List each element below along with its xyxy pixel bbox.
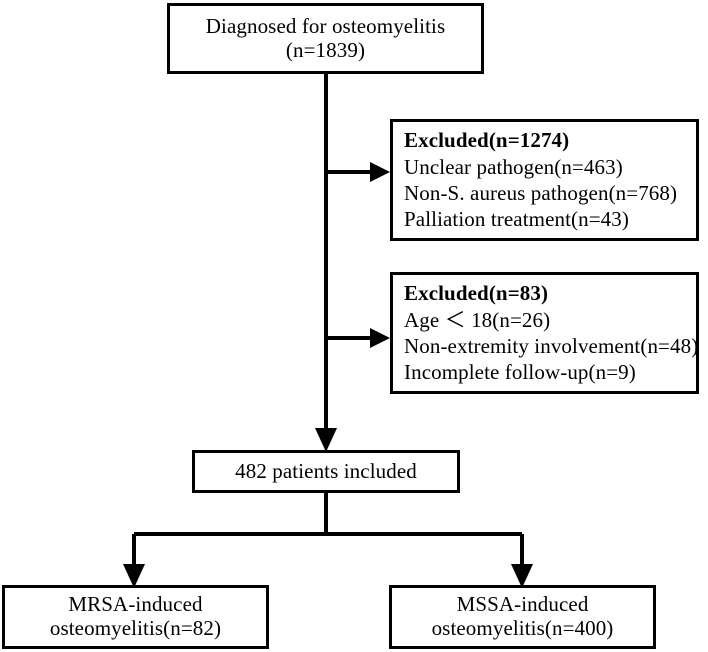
node-mrsa-line-1: MRSA-induced	[68, 592, 203, 617]
node-excluded-first: Excluded(n=1274) Unclear pathogen(n=463)…	[390, 119, 699, 241]
excluded-first-item-1: Unclear pathogen(n=463)	[404, 154, 623, 179]
arrowhead-mssa	[511, 564, 533, 588]
excluded-second-item-3: Incomplete follow-up(n=9)	[404, 360, 636, 385]
node-mssa-line-2: osteomyelitis(n=400)	[431, 616, 614, 640]
node-mssa-line-1: MSSA-induced	[456, 592, 589, 617]
excluded-second-heading: Excluded(n=83)	[404, 281, 549, 306]
excluded-second-item-2: Non-extremity involvement(n=48)	[404, 334, 699, 358]
excluded-second-item-1: Age ＜ 18(n=26)	[404, 307, 551, 332]
node-excluded-second: Excluded(n=83) Age ＜ 18(n=26) Non-extrem…	[390, 272, 699, 394]
node-included-line-1: 482 patients included	[235, 458, 417, 483]
node-mssa-induced-osteomyelitis: MSSA-induced osteomyelitis(n=400)	[389, 585, 656, 649]
node-mrsa-line-2: osteomyelitis(n=82)	[49, 616, 222, 640]
excluded-first-item-3: Palliation treatment(n=43)	[404, 207, 629, 232]
arrowhead-included	[315, 428, 337, 452]
arrowhead-excluded-1	[370, 162, 390, 182]
node-diagnosed-line-1: Diagnosed for osteomyelitis	[205, 13, 446, 38]
excluded-first-item-2: Non-S. aureus pathogen(n=768)	[404, 181, 678, 205]
node-mrsa-induced-osteomyelitis: MRSA-induced osteomyelitis(n=82)	[2, 585, 269, 649]
arrowhead-mrsa	[123, 564, 145, 588]
node-patients-included: 482 patients included	[192, 450, 460, 493]
excluded-first-heading: Excluded(n=1274)	[404, 128, 570, 153]
node-diagnosed-for-osteomyelitis: Diagnosed for osteomyelitis (n=1839)	[167, 3, 484, 74]
node-diagnosed-line-2: (n=1839)	[285, 37, 366, 62]
arrowhead-excluded-2	[370, 328, 390, 348]
